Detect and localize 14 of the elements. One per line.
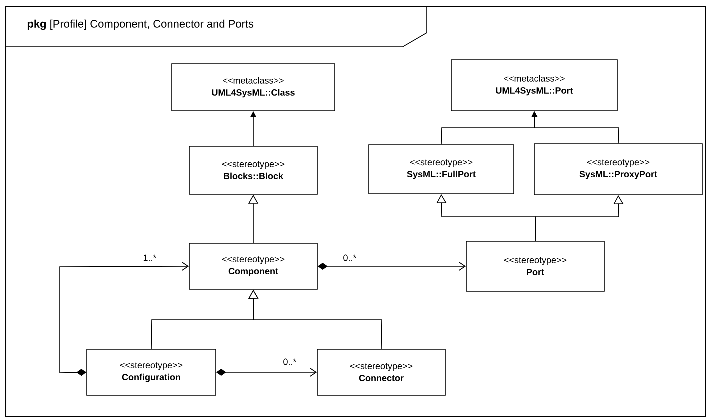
class-box: <<stereotype>> Component bbox=[189, 243, 318, 290]
frame-title: pkg [Profile] Component, Connector and Ports bbox=[28, 20, 254, 30]
class-box: <<stereotype>> SysML::FullPort bbox=[368, 144, 514, 194]
class-box: <<stereotype>> Port bbox=[466, 241, 605, 292]
class-box: <<stereotype>> Connector bbox=[317, 349, 446, 396]
class-box: <<stereotype>> Blocks::Block bbox=[189, 146, 318, 195]
class-box: <<metaclass>> UML4SysML::Port bbox=[451, 60, 618, 112]
class-box: <<metaclass>> UML4SysML::Class bbox=[172, 64, 336, 112]
class-box: <<stereotype>> SysML::ProxyPort bbox=[534, 144, 703, 196]
package-frame bbox=[6, 6, 706, 418]
multiplicity-label: 0..* bbox=[344, 254, 357, 262]
multiplicity-label: 1..* bbox=[144, 254, 157, 262]
multiplicity-label: 0..* bbox=[284, 358, 297, 366]
class-box: <<stereotype>> Configuration bbox=[86, 349, 216, 396]
